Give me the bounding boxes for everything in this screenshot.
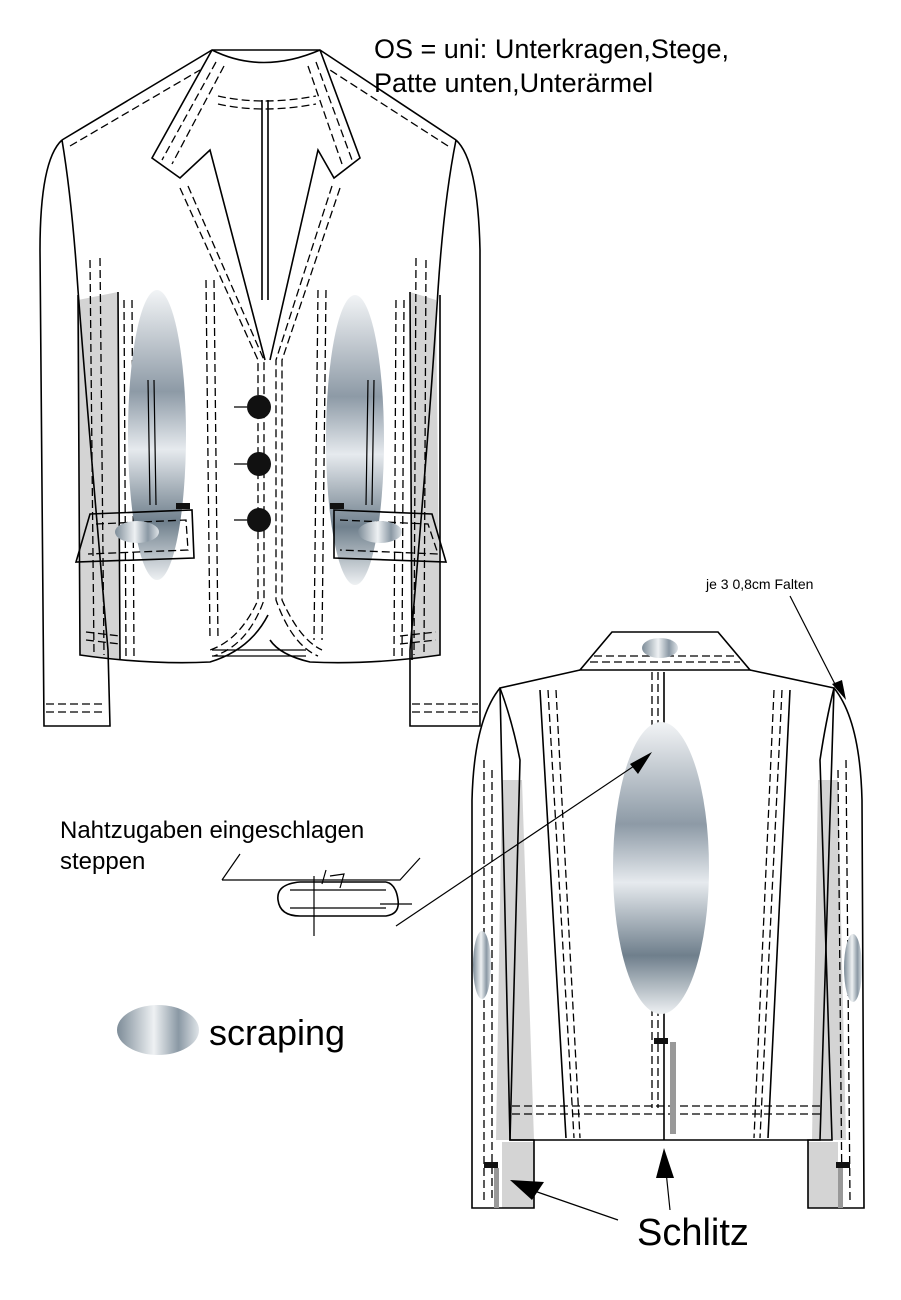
back-sleeve-right xyxy=(807,687,865,1209)
scraping-patch-back-right-sleeve xyxy=(844,934,862,1002)
front-sleeve-left xyxy=(39,139,111,727)
pocket-flap-left xyxy=(74,509,195,563)
annotation-arrows xyxy=(395,595,846,1221)
scraping-patch-front-right xyxy=(326,295,384,585)
back-view xyxy=(471,631,865,1209)
front-view xyxy=(39,49,481,727)
seam-note-line1: Nahtzugaben eingeschlagen xyxy=(60,817,365,844)
back-body-outline xyxy=(499,669,835,1141)
front-body-outline xyxy=(61,49,457,664)
button xyxy=(247,452,271,476)
scraping-legend-label: scraping xyxy=(209,1012,346,1053)
seam-detail-diagram xyxy=(221,853,421,936)
back-slit-bar xyxy=(670,1042,676,1134)
front-collar xyxy=(150,49,361,361)
front-sleeve-right xyxy=(409,139,481,727)
button xyxy=(247,508,271,532)
pocket-flap-right xyxy=(333,509,448,563)
seam-allowance-note: Nahtzugaben eingeschlagen steppen xyxy=(60,815,364,877)
front-buttons xyxy=(234,395,271,532)
front-side-panel-left xyxy=(78,292,120,660)
scraping-legend-swatch xyxy=(117,1005,199,1055)
fabric-note-line1: OS = uni: Unterkragen,Stege, xyxy=(374,34,729,64)
button xyxy=(247,395,271,419)
scraping-patch-back-center xyxy=(613,722,709,1014)
fabric-note: OS = uni: Unterkragen,Stege, Patte unten… xyxy=(374,32,729,100)
pleats-note: je 3 0,8cm Falten xyxy=(706,576,814,592)
back-sleeve-left xyxy=(471,687,535,1209)
seam-note-line2: steppen xyxy=(60,848,146,875)
fabric-note-line2: Patte unten,Unterärmel xyxy=(374,68,654,98)
slit-label: Schlitz xyxy=(637,1212,749,1254)
scraping-patch-back-left-sleeve xyxy=(473,931,491,999)
scraping-patch-front-left xyxy=(128,290,186,580)
